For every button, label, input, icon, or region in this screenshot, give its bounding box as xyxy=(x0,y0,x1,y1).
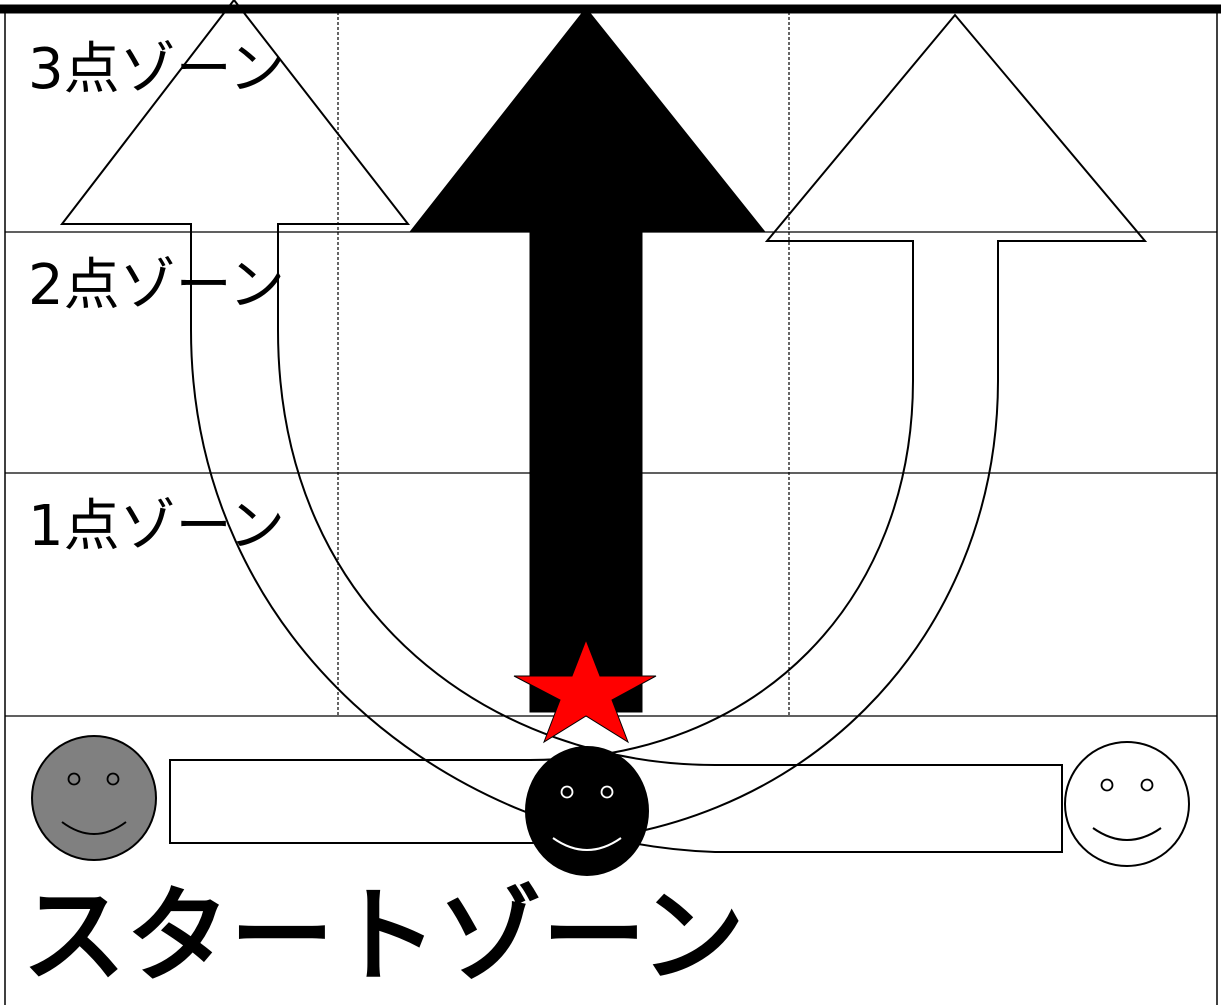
left-player-smile xyxy=(61,821,127,835)
left-player-face xyxy=(31,735,157,861)
zone3-label: 3点ゾーン xyxy=(28,37,285,102)
center-player-smile xyxy=(552,837,622,851)
zone1-label: 1点ゾーン xyxy=(28,494,285,559)
right-player-avatar xyxy=(1064,741,1190,867)
center-player-eye-right xyxy=(600,785,614,799)
left-player-eye-left xyxy=(67,772,81,786)
right-player-eye-right xyxy=(1140,778,1154,792)
straight-arrow xyxy=(408,7,767,713)
curved-arrow-right xyxy=(169,13,1148,844)
curved-arrow-left xyxy=(59,0,1063,853)
zone2-label: 2点ゾーン xyxy=(28,253,285,318)
left-player-eye-right xyxy=(106,772,120,786)
star-icon xyxy=(513,638,657,744)
right-player-eye-left xyxy=(1100,778,1114,792)
start-zone-label: スタートゾーン xyxy=(22,875,745,997)
center-player-avatar xyxy=(525,746,649,876)
right-player-smile xyxy=(1092,827,1162,841)
center-player-eye-left xyxy=(560,785,574,799)
right-player-face xyxy=(1064,741,1190,867)
left-player-avatar xyxy=(31,735,157,861)
center-player-face xyxy=(525,746,649,876)
